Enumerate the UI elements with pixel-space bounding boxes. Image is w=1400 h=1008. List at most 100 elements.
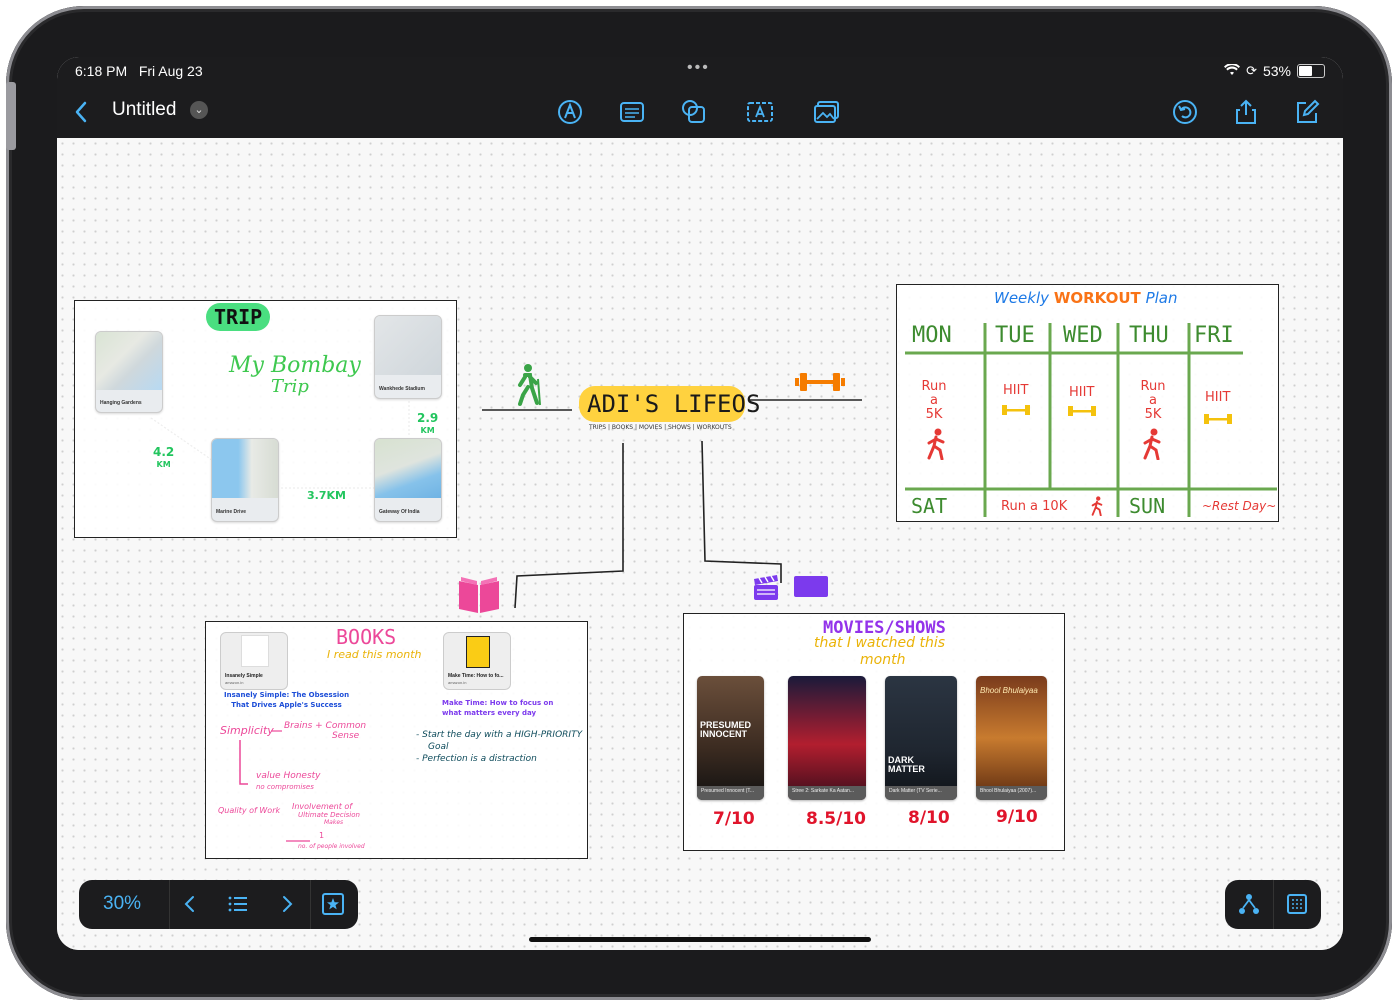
title-chevron-down-icon[interactable]: ⌄	[190, 101, 208, 119]
tue-plan: HIIT	[1003, 383, 1029, 398]
books-frame[interactable]: BOOKS I read this month Insanely Simple …	[205, 621, 588, 859]
poster-presumed-innocent[interactable]: PRESUMED INNOCENT Presumed Innocent (T..…	[697, 676, 764, 800]
poster-bhool-bhulaiyaa[interactable]: Bhool Bhulaiyaa Bhool Bhulaiyaa (2007)..…	[976, 676, 1047, 800]
note-one: 1	[319, 831, 325, 840]
toolbar: Untitled ⌄	[57, 87, 1343, 138]
poster-dark-matter[interactable]: DARK MATTER Dark Matter (TV Serie...	[885, 676, 957, 800]
tv-screen-icon	[794, 576, 828, 597]
previous-scene-chevron-icon[interactable]	[178, 892, 202, 916]
workout-frame[interactable]: Weekly WORKOUT Plan MON TUE WED THU FRI …	[896, 284, 1279, 522]
runner-icon	[925, 428, 947, 461]
orientation-lock-icon: ⟳	[1246, 63, 1257, 78]
runner-icon	[1141, 428, 1163, 461]
note-involvement: Involvement of	[292, 802, 353, 811]
document-title[interactable]: Untitled	[112, 99, 177, 120]
open-book-icon	[457, 575, 501, 615]
text-box-icon[interactable]	[745, 97, 775, 127]
image-insert-icon[interactable]	[812, 97, 842, 127]
poster-stree-2[interactable]: Stree 2: Sarkate Ka Aatan...	[788, 676, 866, 800]
book-cover	[241, 635, 269, 667]
day-fri: FRI	[1194, 323, 1234, 348]
note-value: value Honesty	[256, 771, 321, 781]
note-simplicity: Simplicity	[220, 724, 274, 737]
canvas-tools-bar	[1225, 880, 1321, 929]
zoom-navigation-bar: 30%	[79, 880, 358, 929]
note-ultimate: Ultimate Decision	[298, 811, 360, 819]
map-card-hanging-gardens[interactable]: Hanging Gardens	[95, 331, 163, 413]
lifeos-title[interactable]: ADI'S LIFEOS	[587, 390, 761, 418]
next-scene-chevron-icon[interactable]	[275, 892, 299, 916]
grid-snap-icon[interactable]	[1285, 892, 1309, 916]
undo-icon[interactable]	[1170, 97, 1200, 127]
sticky-note-icon[interactable]	[617, 97, 647, 127]
note-high-priority: - Start the day with a HIGH-PRIORITY	[416, 730, 583, 740]
trip-heading: TRIP	[214, 305, 263, 329]
books-subheading: I read this month	[327, 648, 422, 661]
day-thu: THU	[1129, 323, 1169, 348]
note-makes: Makes	[324, 819, 344, 826]
day-mon: MON	[912, 323, 952, 348]
note-sense: Sense	[332, 731, 360, 741]
map-card-marine-drive[interactable]: Marine Drive	[211, 438, 279, 522]
sun-plan: ~Rest Day~	[1202, 499, 1277, 513]
book-notes-strokes	[239, 730, 310, 842]
rating-dark-matter: 8/10	[908, 808, 950, 828]
battery-icon	[1297, 64, 1325, 78]
status-time: 6:18 PM Fri Aug 23	[75, 63, 203, 79]
share-icon[interactable]	[1231, 97, 1261, 127]
clapperboard-icon	[753, 575, 779, 601]
divider	[1273, 880, 1274, 929]
book-cover	[466, 636, 490, 668]
status-bar: 6:18 PM Fri Aug 23 ••• ⟳ 53%	[57, 57, 1343, 87]
day-tue: TUE	[995, 323, 1035, 348]
note-no-comp: no compromises	[256, 783, 314, 791]
connectors-diagram-icon[interactable]	[1237, 892, 1261, 916]
lifeos-title-highlight	[579, 386, 745, 422]
screen: 6:18 PM Fri Aug 23 ••• ⟳ 53% Untitled ⌄	[57, 57, 1343, 950]
trip-title-line2: Trip	[271, 376, 309, 397]
trip-frame[interactable]: TRIP My Bombay Trip Hanging Gardens Wank…	[74, 300, 457, 538]
distance-label-3-7: 3.7KM	[307, 489, 346, 502]
book-card-make-time[interactable]: Make Time: How to fo... amazon.in	[443, 632, 511, 690]
movies-sub2: month	[860, 652, 906, 668]
battery-percent: 53%	[1262, 63, 1291, 79]
books-heading: BOOKS	[336, 625, 397, 649]
note-people: no. of people involved	[298, 843, 365, 850]
rating-bhool-bhulaiyaa: 9/10	[996, 807, 1038, 827]
new-board-compose-icon[interactable]	[1292, 97, 1322, 127]
zoom-level[interactable]: 30%	[103, 893, 142, 914]
lifeos-subtitle: TRIPS | BOOKS | MOVIES | SHOWS | WORKOUT…	[589, 424, 732, 431]
home-indicator[interactable]	[529, 937, 871, 942]
day-sun: SUN	[1129, 494, 1166, 518]
wed-plan: HIIT	[1069, 385, 1095, 400]
back-chevron-icon[interactable]	[67, 97, 97, 127]
movies-heading: MOVIES/SHOWS	[823, 618, 946, 638]
note-perfection: - Perfection is a distraction	[416, 754, 537, 764]
map-card-wankhede-stadium[interactable]: Wankhede Stadium	[374, 315, 442, 399]
scenes-list-icon[interactable]	[226, 892, 250, 916]
workout-title: Weekly WORKOUT Plan	[994, 289, 1178, 307]
wifi-icon	[1224, 63, 1241, 79]
rating-presumed-innocent: 7/10	[713, 809, 755, 829]
status-right: ⟳ 53%	[1224, 63, 1325, 79]
pen-tool-icon[interactable]	[555, 97, 585, 127]
freeform-canvas[interactable]: ADI'S LIFEOS TRIPS | BOOKS | MOVIES | SH…	[57, 138, 1343, 950]
workout-grid	[905, 323, 1277, 517]
divider	[169, 880, 170, 929]
runner-icon	[1090, 496, 1104, 517]
movies-frame[interactable]: MOVIES/SHOWS that I watched this month P…	[683, 613, 1065, 851]
rating-stree-2: 8.5/10	[806, 809, 866, 829]
add-scene-star-icon[interactable]	[321, 892, 345, 916]
multitasking-dots[interactable]: •••	[687, 59, 710, 76]
book-card-insanely-simple[interactable]: Insanely Simple amazon.in	[220, 632, 288, 690]
movies-sub1: that I watched this	[814, 635, 946, 651]
map-card-gateway-of-india[interactable]: Gateway Of India	[374, 438, 442, 522]
shapes-icon[interactable]	[679, 97, 709, 127]
note-brains: Brains + Common	[284, 721, 367, 731]
dumbbell-icon	[795, 371, 845, 393]
